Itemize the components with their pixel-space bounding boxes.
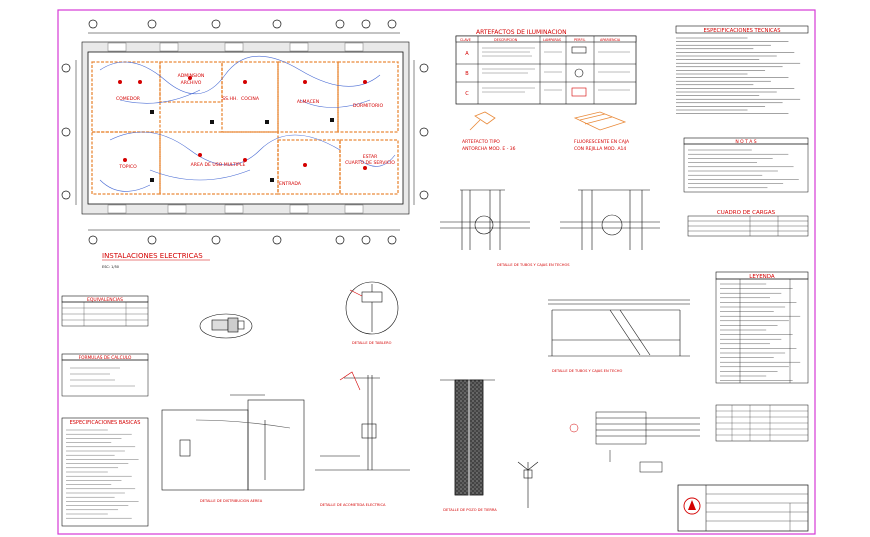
notas-block: N O T A S: [683, 137, 809, 193]
room-label-cocina: COCINA: [241, 96, 260, 102]
detail-pozo: [440, 370, 495, 500]
room-label-sshh: SS.HH.: [222, 96, 238, 102]
lum-h1: CLAVE: [460, 38, 471, 42]
lum-key-a: A: [465, 51, 469, 57]
room-label-topico: TOPICO: [118, 164, 137, 170]
detail-distribucion: [161, 394, 305, 491]
floor-plan: ADMINSION ARCHIVO COMEDOR SS.HH. COCINA …: [61, 19, 429, 269]
fixture-right-l1: FLUORESCENTE EN CAJA: [574, 139, 630, 145]
luminaires-table: ARTEFACTOS DE ILUMINACION CLAVE DESCRIPC…: [455, 29, 637, 105]
fixture-sketches: ARTEFACTO TIPO ANTORCHA MOD. E - 36 FLUO…: [462, 111, 630, 152]
circuits-table: [715, 404, 809, 442]
spec-tec-block: ESPECIFICACIONES TECNICAS: [675, 25, 809, 114]
room-label-archivo: ARCHIVO: [181, 80, 202, 86]
room-label-admin: ADMINSION: [178, 73, 205, 79]
detail-tablero: [345, 281, 399, 335]
lum-h2: DESCRIPCION: [494, 38, 518, 42]
lum-title: ARTEFACTOS DE ILUMINACION: [476, 29, 567, 36]
fixture-left-l1: ARTEFACTO TIPO: [462, 139, 500, 145]
cargas-block: CUADRO DE CARGAS: [687, 210, 809, 237]
cargas-title: CUADRO DE CARGAS: [717, 210, 776, 216]
detail-techo: [440, 189, 660, 250]
spec-bas-title: ESPECIFICACIONES BASICAS: [70, 420, 141, 426]
leyenda-title: LEYENDA: [749, 274, 775, 280]
room-label-dormitorio: DORMITORIO: [353, 103, 384, 109]
detail-techo-label: DETALLE DE TUBOS Y CAJAS EN TECHOS: [497, 263, 570, 267]
post-sketch: [517, 461, 539, 508]
fixture-left-l2: ANTORCHA MOD. E - 36: [462, 146, 516, 152]
plan-title: INSTALACIONES ELECTRICAS: [102, 252, 203, 260]
detail-techo2: [548, 299, 690, 357]
room-label-almacen: ALMACEN: [297, 99, 319, 105]
detail-pozo-label: DETALLE DE POZO DE TIERRA: [443, 508, 497, 512]
room-label-estar2: CUARTO DE SERVICIO: [345, 160, 395, 166]
leyenda-block: LEYENDA: [715, 271, 809, 384]
notas-title: N O T A S: [735, 139, 756, 145]
detail-techo2-label: DETALLE DE TUBOS Y CAJAS EN TECHO: [552, 369, 622, 373]
lum-key-b: B: [465, 71, 469, 77]
circuit-sketch: [569, 411, 700, 473]
axis-markers-top: [61, 19, 429, 245]
detail-distribucion-label: DETALLE DE DISTRIBUCION AEREA: [200, 499, 263, 503]
plug-sketch: [199, 313, 253, 339]
lum-h5: APARIENCIA: [600, 38, 621, 42]
title-block: [677, 484, 809, 532]
room-label-sum: AREA DE USO MULTIPLE: [191, 162, 246, 168]
room-label-entrada: ENTRADA: [279, 181, 302, 187]
spec-bas-block: ESPECIFICACIONES BASICAS: [61, 417, 149, 527]
detail-acometida: [315, 371, 410, 471]
lum-h4: PERFIL: [574, 38, 585, 42]
detail-tablero-label: DETALLE DE TABLERO: [352, 341, 392, 345]
formulas-title: FORMULAS DE CALCULO: [79, 355, 132, 361]
formulas-block: FORMULAS DE CALCULO: [61, 353, 149, 397]
sheet-border: [57, 9, 816, 535]
equiv-block: EQUIVALENCIAS: [61, 295, 149, 327]
room-label-comedor: COMEDOR: [116, 96, 141, 102]
fixture-right-l2: CON REJILLA MOD. A14: [574, 146, 626, 152]
equiv-title: EQUIVALENCIAS: [87, 297, 123, 303]
lum-h3: LAMPARAS: [543, 38, 561, 42]
room-label-estar: ESTAR: [363, 154, 378, 160]
lum-key-c: C: [465, 91, 469, 97]
spec-tec-title: ESPECIFICACIONES TECNICAS: [704, 28, 781, 34]
detail-acometida-label: DETALLE DE ACOMETIDA ELECTRICA: [320, 503, 386, 507]
plan-scale: ESC: 1/50: [102, 265, 119, 269]
